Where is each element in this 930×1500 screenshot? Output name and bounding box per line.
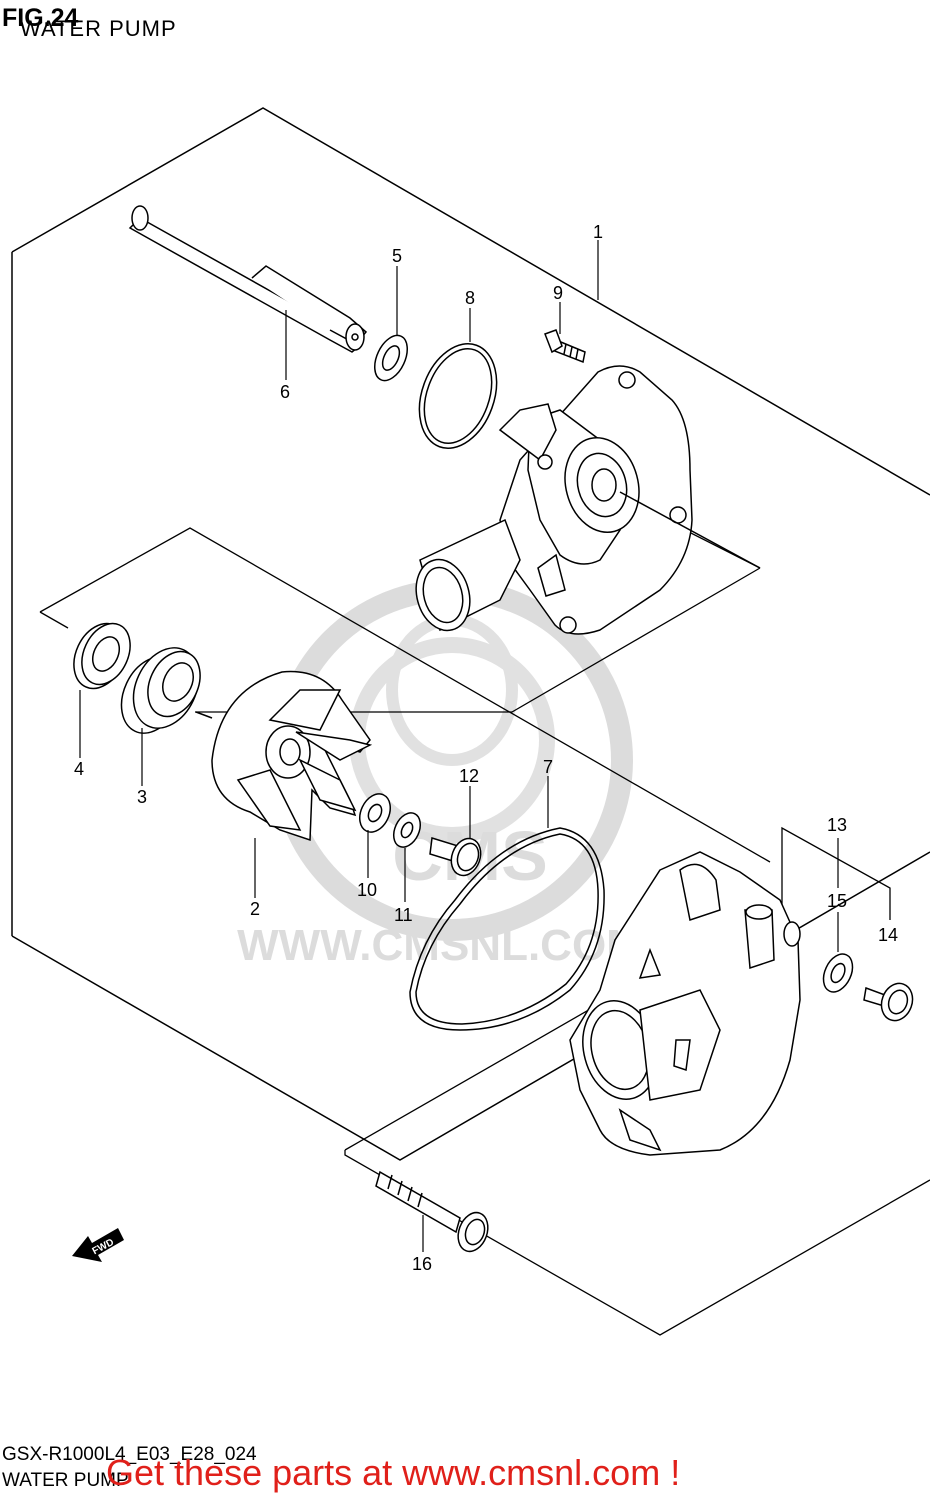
part-11-washer — [392, 812, 422, 848]
fwd-label: FWD — [91, 1237, 116, 1257]
part-15-washer — [822, 953, 854, 993]
callout-8: 8 — [465, 288, 475, 308]
callout-2: 2 — [250, 899, 260, 919]
part-4-seal — [73, 622, 131, 690]
callout-11: 11 — [394, 905, 413, 925]
callout-15: 15 — [827, 891, 847, 911]
callout-3: 3 — [137, 787, 147, 807]
watermark-url: WWW.CMSNL.COM — [237, 921, 643, 970]
figure-title: WATER PUMP — [20, 16, 177, 41]
promo-link[interactable]: Get these parts at www.cmsnl.com ! — [106, 1452, 681, 1493]
callout-9: 9 — [553, 283, 563, 303]
callout-10: 10 — [357, 880, 377, 900]
figure-number: FIG.24 — [2, 4, 79, 32]
callout-6: 6 — [280, 382, 290, 402]
fwd-arrow-icon: FWD — [72, 1228, 124, 1262]
footer-subtitle: WATER PUMP — [2, 1470, 129, 1491]
callout-7: 7 — [543, 757, 553, 777]
part-1-pump-cover — [415, 365, 761, 635]
leader-lines — [79, 240, 839, 1252]
part-9-bolt — [544, 329, 586, 364]
part-8-o-ring — [418, 343, 498, 449]
callout-labels: 1 2 3 4 5 6 7 8 9 10 11 12 13 14 15 16 — [74, 222, 898, 1274]
part-16-long-bolt — [375, 1170, 489, 1253]
callout-13: 13 — [827, 815, 847, 835]
part-3-mechanical-seal — [120, 647, 213, 734]
part-10-washer — [359, 793, 391, 833]
callout-5: 5 — [392, 246, 402, 266]
callout-14: 14 — [878, 925, 898, 945]
callout-1: 1 — [593, 222, 603, 242]
part-7-gasket — [409, 827, 605, 1031]
part-14-bolt — [863, 982, 914, 1022]
callout-4: 4 — [74, 759, 84, 779]
part-5-washer — [374, 334, 408, 382]
part-6-shaft — [128, 205, 368, 353]
callout-16: 16 — [412, 1254, 432, 1274]
part-12-bolt — [429, 837, 482, 877]
callout-12: 12 — [459, 766, 479, 786]
part-2-impeller — [211, 670, 373, 842]
bracket-13 — [781, 826, 891, 920]
model-code: GSX-R1000L4_E03_E28_024 — [2, 1444, 257, 1465]
part-13-pump-body — [569, 851, 801, 1156]
